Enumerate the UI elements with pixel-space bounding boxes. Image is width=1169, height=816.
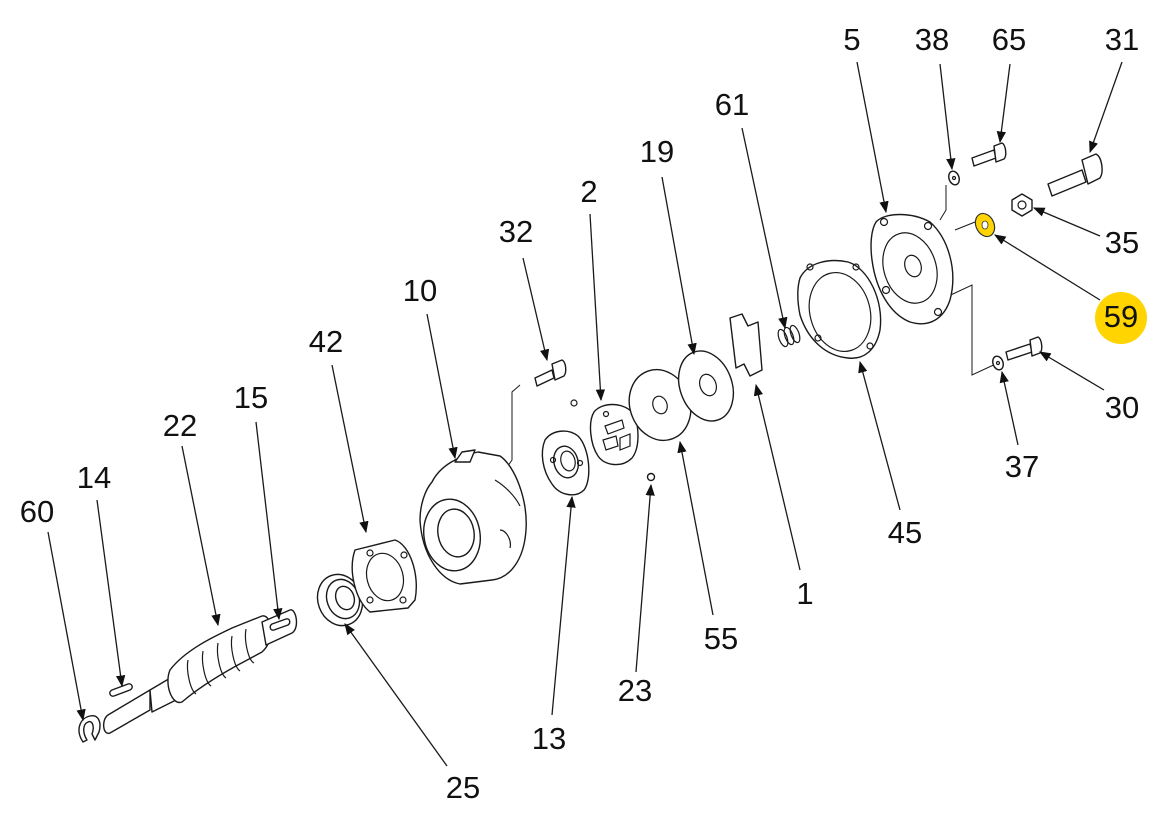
part-2-rotor-plate[interactable] bbox=[589, 403, 639, 466]
part-23-ball[interactable] bbox=[646, 472, 656, 482]
part-1-vane[interactable] bbox=[729, 313, 763, 377]
part-60-retaining-clip[interactable] bbox=[78, 715, 101, 743]
part-35-nut[interactable] bbox=[1011, 193, 1033, 217]
callout-14[interactable]: 14 bbox=[77, 460, 111, 495]
part-30-bolt[interactable] bbox=[1005, 336, 1043, 361]
callout-1[interactable]: 1 bbox=[796, 576, 813, 611]
callout-32[interactable]: 32 bbox=[499, 214, 533, 249]
callout-55[interactable]: 55 bbox=[704, 621, 738, 656]
highlight-marker-59[interactable] bbox=[1095, 292, 1147, 344]
part-5-end-cover[interactable] bbox=[870, 213, 954, 325]
part-37-washer[interactable] bbox=[991, 355, 1005, 372]
callout-10[interactable]: 10 bbox=[403, 273, 437, 308]
callout-31[interactable]: 31 bbox=[1105, 22, 1139, 57]
part-10-pump-housing[interactable] bbox=[418, 449, 527, 585]
callout-15[interactable]: 15 bbox=[234, 380, 268, 415]
callout-23[interactable]: 23 bbox=[618, 673, 652, 708]
callout-30[interactable]: 30 bbox=[1105, 390, 1139, 425]
part-31-bolt[interactable] bbox=[1047, 153, 1103, 197]
part-65-bolt[interactable] bbox=[971, 142, 1007, 167]
callout-19[interactable]: 19 bbox=[640, 134, 674, 169]
callout-60[interactable]: 60 bbox=[20, 494, 54, 529]
callout-35[interactable]: 35 bbox=[1105, 225, 1139, 260]
callout-2[interactable]: 2 bbox=[580, 174, 597, 209]
callout-45[interactable]: 45 bbox=[888, 515, 922, 550]
callout-61[interactable]: 61 bbox=[715, 87, 749, 122]
leader-lines bbox=[47, 61, 1123, 767]
callout-42[interactable]: 42 bbox=[309, 324, 343, 359]
part-22-worm-shaft[interactable] bbox=[103, 609, 298, 734]
callout-65[interactable]: 65 bbox=[992, 22, 1026, 57]
part-45-gasket[interactable] bbox=[797, 259, 882, 359]
part-42-gasket[interactable] bbox=[351, 539, 417, 613]
part-2-pin bbox=[570, 399, 578, 407]
callout-37[interactable]: 37 bbox=[1005, 449, 1039, 484]
callout-13[interactable]: 13 bbox=[532, 721, 566, 756]
part-32-screw[interactable] bbox=[534, 359, 567, 387]
part-59-washer[interactable] bbox=[972, 210, 998, 239]
callout-5[interactable]: 5 bbox=[843, 22, 860, 57]
part-38-washer[interactable] bbox=[947, 170, 961, 187]
callout-22[interactable]: 22 bbox=[163, 408, 197, 443]
part-15-key[interactable] bbox=[269, 618, 291, 631]
part-61-spring[interactable] bbox=[776, 324, 802, 348]
callout-25[interactable]: 25 bbox=[446, 770, 480, 805]
callout-59[interactable]: 59 bbox=[1104, 299, 1138, 334]
part-13-bearing-plate[interactable] bbox=[541, 430, 590, 496]
part-14-key[interactable] bbox=[109, 683, 133, 697]
callout-38[interactable]: 38 bbox=[915, 22, 949, 57]
callout-labels: 60 14 22 15 42 10 32 2 19 61 5 38 65 31 … bbox=[20, 22, 1139, 805]
